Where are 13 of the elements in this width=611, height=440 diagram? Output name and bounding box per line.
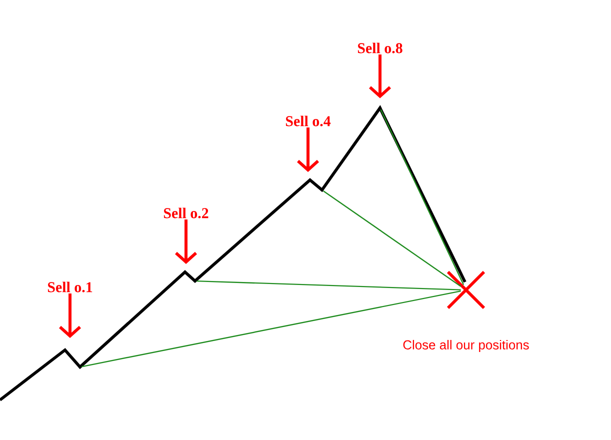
sell-label: Sell o.4 — [286, 116, 331, 126]
cross-mark: Close all our positions — [403, 270, 529, 352]
connector-line — [380, 109, 464, 286]
sell-label: Sell o.1 — [48, 282, 92, 292]
arrow — [369, 54, 391, 98]
arrow — [297, 127, 319, 172]
connector-line — [323, 190, 462, 287]
connector-line — [82, 290, 461, 368]
connector-line — [196, 280, 461, 290]
sell-label: Sell o.8 — [358, 42, 402, 54]
arrow — [175, 219, 197, 264]
arrow — [59, 293, 82, 338]
sell-label: Sell o.2 — [164, 208, 208, 218]
